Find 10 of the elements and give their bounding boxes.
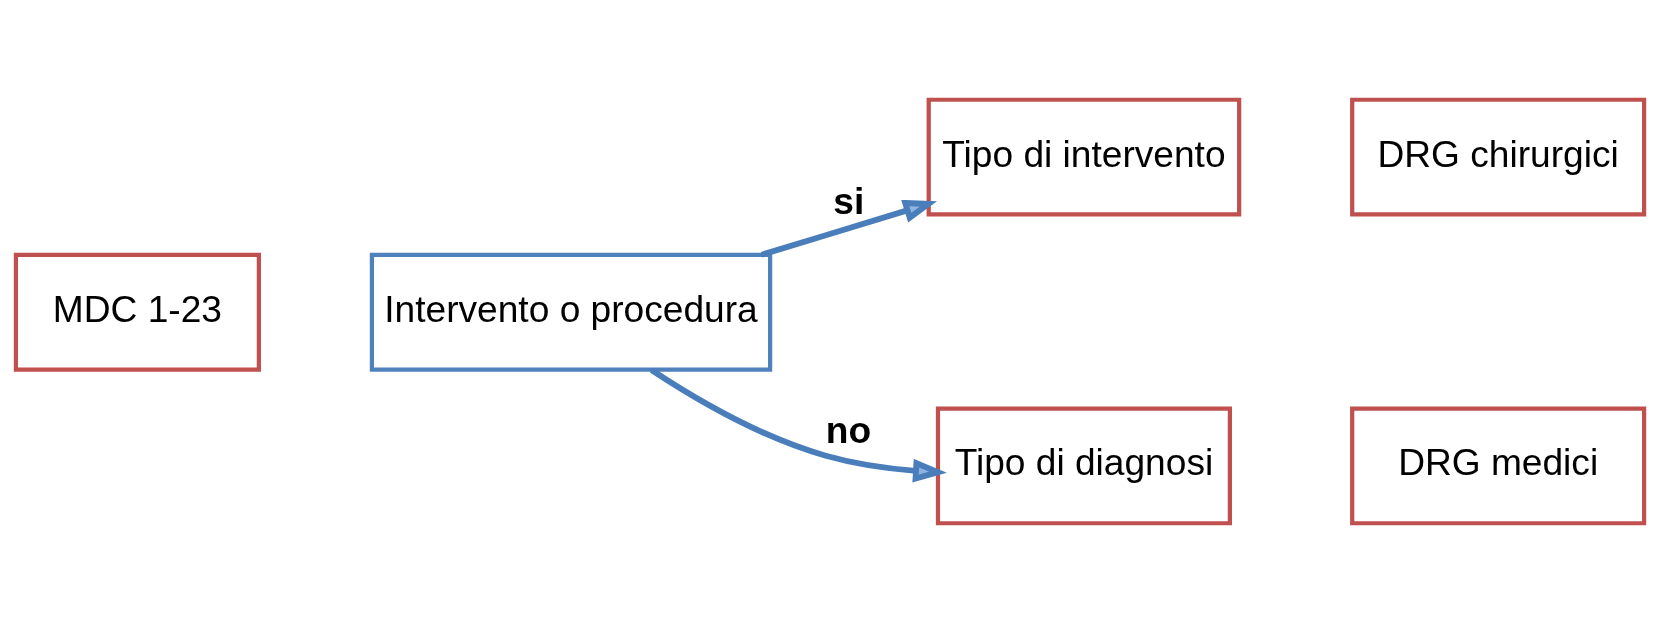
edge-label: no bbox=[825, 409, 872, 452]
node-box: Tipo di diagnosi bbox=[935, 406, 1232, 526]
node-box: Intervento o procedura bbox=[369, 252, 773, 372]
edge-label: si bbox=[833, 179, 865, 222]
node-box: MDC 1-23 bbox=[13, 252, 261, 372]
arrow bbox=[760, 199, 938, 258]
arrow bbox=[649, 367, 947, 483]
node-box: DRG chirurgici bbox=[1350, 97, 1647, 217]
node-box: DRG medici bbox=[1350, 406, 1647, 526]
node-box: Tipo di intervento bbox=[926, 97, 1242, 217]
